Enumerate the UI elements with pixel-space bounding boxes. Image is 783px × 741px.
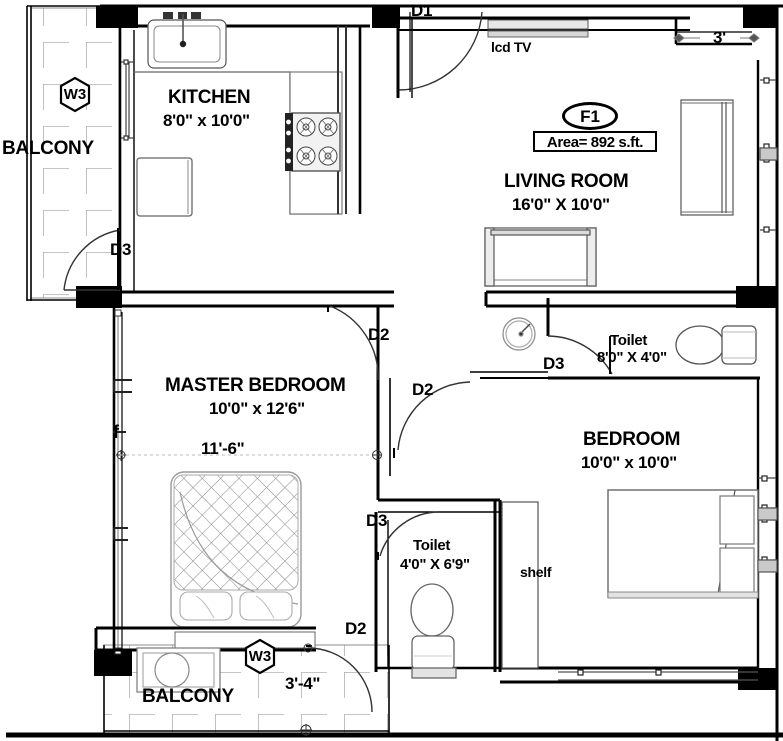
toilet-master-walls [374, 500, 500, 672]
door-tag-d3-kitchen: D3 [110, 240, 132, 259]
lcd-tv-fixture [487, 19, 589, 38]
dim-marker [372, 450, 382, 460]
door-tag-d2-balcony: D2 [345, 619, 367, 638]
toilet-master-dimensions: 4'0" X 6'9" [400, 556, 470, 573]
kitchen-sink-fixture [147, 12, 227, 69]
toilet-main-name: Toilet [610, 332, 648, 349]
master-left-dimension-line [113, 309, 132, 655]
door-tag-d3-toilet-main: D3 [543, 354, 565, 373]
window-tag-w3-balcony-left: W3 [63, 86, 87, 103]
master-bottom-wall [94, 626, 316, 652]
door-tag-d2-master: D2 [368, 325, 390, 344]
balcony-left-name: BALCONY [2, 138, 94, 159]
dimension-note-3ft: 3' [713, 28, 726, 47]
master-bedroom-name: MASTER BEDROOM [165, 375, 346, 396]
unit-type-badge: F1 [562, 102, 618, 130]
kitchen-window [121, 59, 134, 141]
wash-basin-fixture [502, 317, 536, 351]
door-tag-d2-bedroom: D2 [412, 380, 434, 399]
living-room-window-right [680, 99, 734, 216]
lcd-tv-label: lcd TV [491, 39, 532, 55]
area-badge: Area= 892 s.ft. [533, 131, 657, 152]
right-wall-window-bedroom [757, 475, 778, 573]
bedroom-dimensions: 10'0" x 10'0" [581, 453, 677, 472]
dimension-note-master-width: 11'-6" [201, 439, 245, 458]
window-tag-w3-balcony-bottom: W3 [248, 648, 272, 665]
dimension-note-balcony-door: 3'-4" [285, 674, 321, 693]
door-d1-entry [396, 11, 483, 92]
kitchen-room-dimensions: 8'0" x 10'0" [163, 111, 250, 130]
kitchen-walls [118, 26, 394, 308]
toilet-main-dimensions: 8'0" X 4'0" [597, 349, 667, 366]
living-room-dimensions: 16'0" X 10'0" [512, 195, 610, 214]
master-bed-fixture [170, 471, 302, 628]
door-tag-d1: D1 [411, 1, 433, 20]
balcony-bottom-name: BALCONY [142, 686, 234, 707]
master-bedroom-dimensions: 10'0" x 12'6" [209, 399, 305, 418]
door-d3-kitchen-balcony [63, 228, 121, 291]
bedroom-bottom-windows [558, 669, 758, 681]
door-tag-d3-toilet-master: D3 [366, 511, 388, 530]
right-wall-window-living [759, 77, 778, 233]
living-room-walls [396, 18, 760, 308]
kitchen-appliance-fixture [136, 157, 193, 217]
master-bedroom-walls [112, 306, 500, 660]
living-room-name: LIVING ROOM [504, 171, 629, 192]
kitchen-stove-fixture [285, 112, 341, 172]
wc-fixture-master-toilet [410, 583, 457, 679]
bedroom-walls [498, 500, 778, 684]
bedroom-name: BEDROOM [583, 429, 681, 450]
toilet-master-name: Toilet [413, 537, 451, 554]
dimension-note-master-left: f [113, 422, 119, 442]
shelf-label: shelf [520, 564, 552, 580]
shelf-fixture [501, 501, 539, 669]
living-room-sofa-fixture [484, 227, 597, 287]
bedroom-bed-fixture [607, 489, 759, 599]
wc-fixture-main-toilet [675, 325, 757, 365]
kitchen-room-name: KITCHEN [168, 87, 251, 108]
structural-columns [76, 6, 778, 690]
